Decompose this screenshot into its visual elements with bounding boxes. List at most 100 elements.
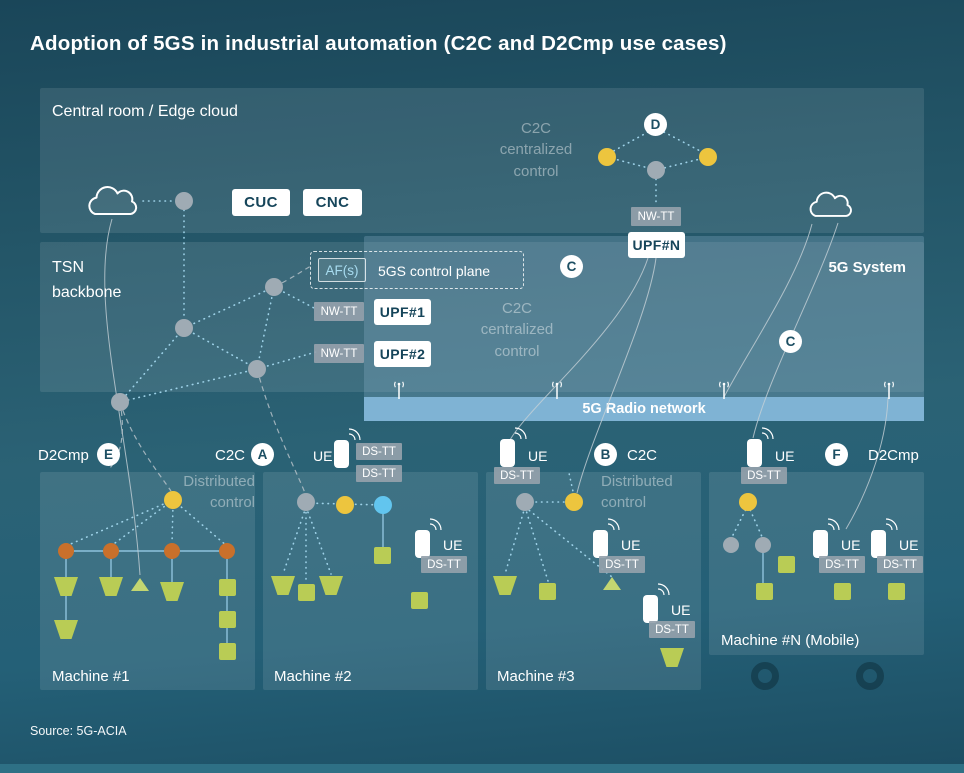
ue-device	[500, 439, 515, 467]
page-title: Adoption of 5GS in industrial automation…	[30, 32, 727, 55]
controller-node-yellow	[164, 491, 182, 509]
ds-tt-tag: DS-TT	[494, 467, 540, 484]
m2-usecase-tag: C2C	[214, 447, 245, 464]
machine-2-name: Machine #2	[274, 668, 352, 685]
device-node-orange	[58, 543, 74, 559]
device-icon	[219, 611, 236, 628]
cuc-box: CUC	[232, 189, 290, 216]
device-icon	[374, 547, 391, 564]
radio-bar-label: 5G Radio network	[582, 401, 706, 417]
c2c-centralized-annotation-top: C2C centralized control	[499, 120, 573, 180]
device-icon	[271, 576, 295, 595]
ds-tt-tag: DS-TT	[649, 621, 695, 638]
ue-label: UE	[443, 537, 463, 553]
device-icon	[493, 576, 517, 595]
signal-icon	[515, 427, 527, 439]
controller-node-yellow	[565, 493, 583, 511]
decorative-ring	[751, 662, 779, 690]
badge-c-mid: C	[560, 255, 583, 278]
device-icon	[756, 583, 773, 600]
device-icon	[411, 592, 428, 609]
badge-c-right: C	[779, 330, 802, 353]
ue-device	[334, 440, 349, 468]
device-icon	[219, 643, 236, 660]
ue-label: UE	[621, 537, 641, 553]
device-icon	[99, 577, 123, 596]
signal-icon	[430, 518, 442, 530]
ue-device	[813, 530, 828, 558]
signal-icon	[658, 583, 670, 595]
control-plane-label: 5GS control plane	[378, 263, 491, 279]
device-icon	[219, 579, 236, 596]
antenna-icon	[394, 381, 404, 399]
tsn-bridge-node	[248, 360, 266, 378]
signal-icon	[828, 518, 840, 530]
ue-device	[747, 439, 762, 467]
signal-icon	[608, 518, 620, 530]
distributed-control-annotation-m2: Distributed control	[183, 473, 255, 512]
upf-1-box: UPF#1	[374, 299, 431, 325]
antenna-icon	[552, 381, 562, 399]
nw-tt-tag: NW-TT	[314, 344, 364, 363]
badge-d: D	[644, 113, 667, 136]
antenna-icon	[884, 381, 894, 399]
m1-usecase-tag: D2Cmp	[38, 447, 89, 464]
device-icon	[539, 583, 556, 600]
controller-node-yellow	[739, 493, 757, 511]
ue-label: UE	[899, 537, 919, 553]
machine-2-panel	[263, 472, 478, 690]
c2c-centralized-annotation-mid: C2C centralized control	[480, 300, 554, 360]
device-node-orange	[219, 543, 235, 559]
ds-tt-tag: DS-TT	[356, 443, 402, 460]
antenna-icon	[719, 381, 729, 399]
upf-n-box: UPF#N	[628, 232, 685, 258]
ds-tt-tag: DS-TT	[741, 467, 787, 484]
ue-device	[593, 530, 608, 558]
ue-label: UE	[528, 448, 548, 464]
badge-f: F	[825, 443, 848, 466]
ds-tt-tag: DS-TT	[421, 556, 467, 573]
bridge-node-gray	[175, 192, 193, 210]
cloud-icon-left	[88, 186, 138, 215]
tsn-bridge-node	[175, 319, 193, 337]
badge-a: A	[251, 443, 274, 466]
badge-b: B	[594, 443, 617, 466]
controller-node-yellow	[336, 496, 354, 514]
upf-2-box: UPF#2	[374, 341, 431, 367]
bridge-node-gray	[647, 161, 665, 179]
device-icon	[888, 583, 905, 600]
footer-strip	[0, 764, 964, 773]
ue-label: UE	[671, 602, 691, 618]
m3-usecase-tag: C2C	[627, 447, 658, 464]
5gs-control-plane-box	[310, 251, 524, 289]
device-icon	[778, 556, 795, 573]
cnc-box: CNC	[303, 189, 362, 216]
bridge-node-gray	[755, 537, 771, 553]
ds-tt-tag: DS-TT	[877, 556, 923, 573]
tsn-bridge-node	[265, 278, 283, 296]
af-box: AF(s)	[318, 258, 366, 282]
controller-node-yellow	[699, 148, 717, 166]
device-icon	[54, 620, 78, 639]
distributed-control-annotation-m3: Distributed control	[601, 473, 673, 512]
device-icon	[160, 582, 184, 601]
ue-device	[415, 530, 430, 558]
5g-radio-network-bar: 5G Radio network	[364, 397, 924, 421]
device-icon	[834, 583, 851, 600]
machine-3-name: Machine #3	[497, 668, 575, 685]
decorative-ring	[856, 662, 884, 690]
bridge-node-gray	[516, 493, 534, 511]
tsn-backbone-label: TSN backbone	[52, 259, 122, 301]
ue-label: UE	[841, 537, 861, 553]
5g-system-label: 5G System	[828, 259, 906, 276]
mn-usecase-tag: D2Cmp	[868, 447, 919, 464]
ds-tt-tag: DS-TT	[819, 556, 865, 573]
central-room-label: Central room / Edge cloud	[52, 103, 238, 120]
controller-node-yellow	[598, 148, 616, 166]
nw-tt-tag: NW-TT	[631, 207, 681, 226]
signal-icon	[349, 428, 361, 440]
signal-icon	[762, 427, 774, 439]
badge-e: E	[97, 443, 120, 466]
signal-icon	[886, 518, 898, 530]
